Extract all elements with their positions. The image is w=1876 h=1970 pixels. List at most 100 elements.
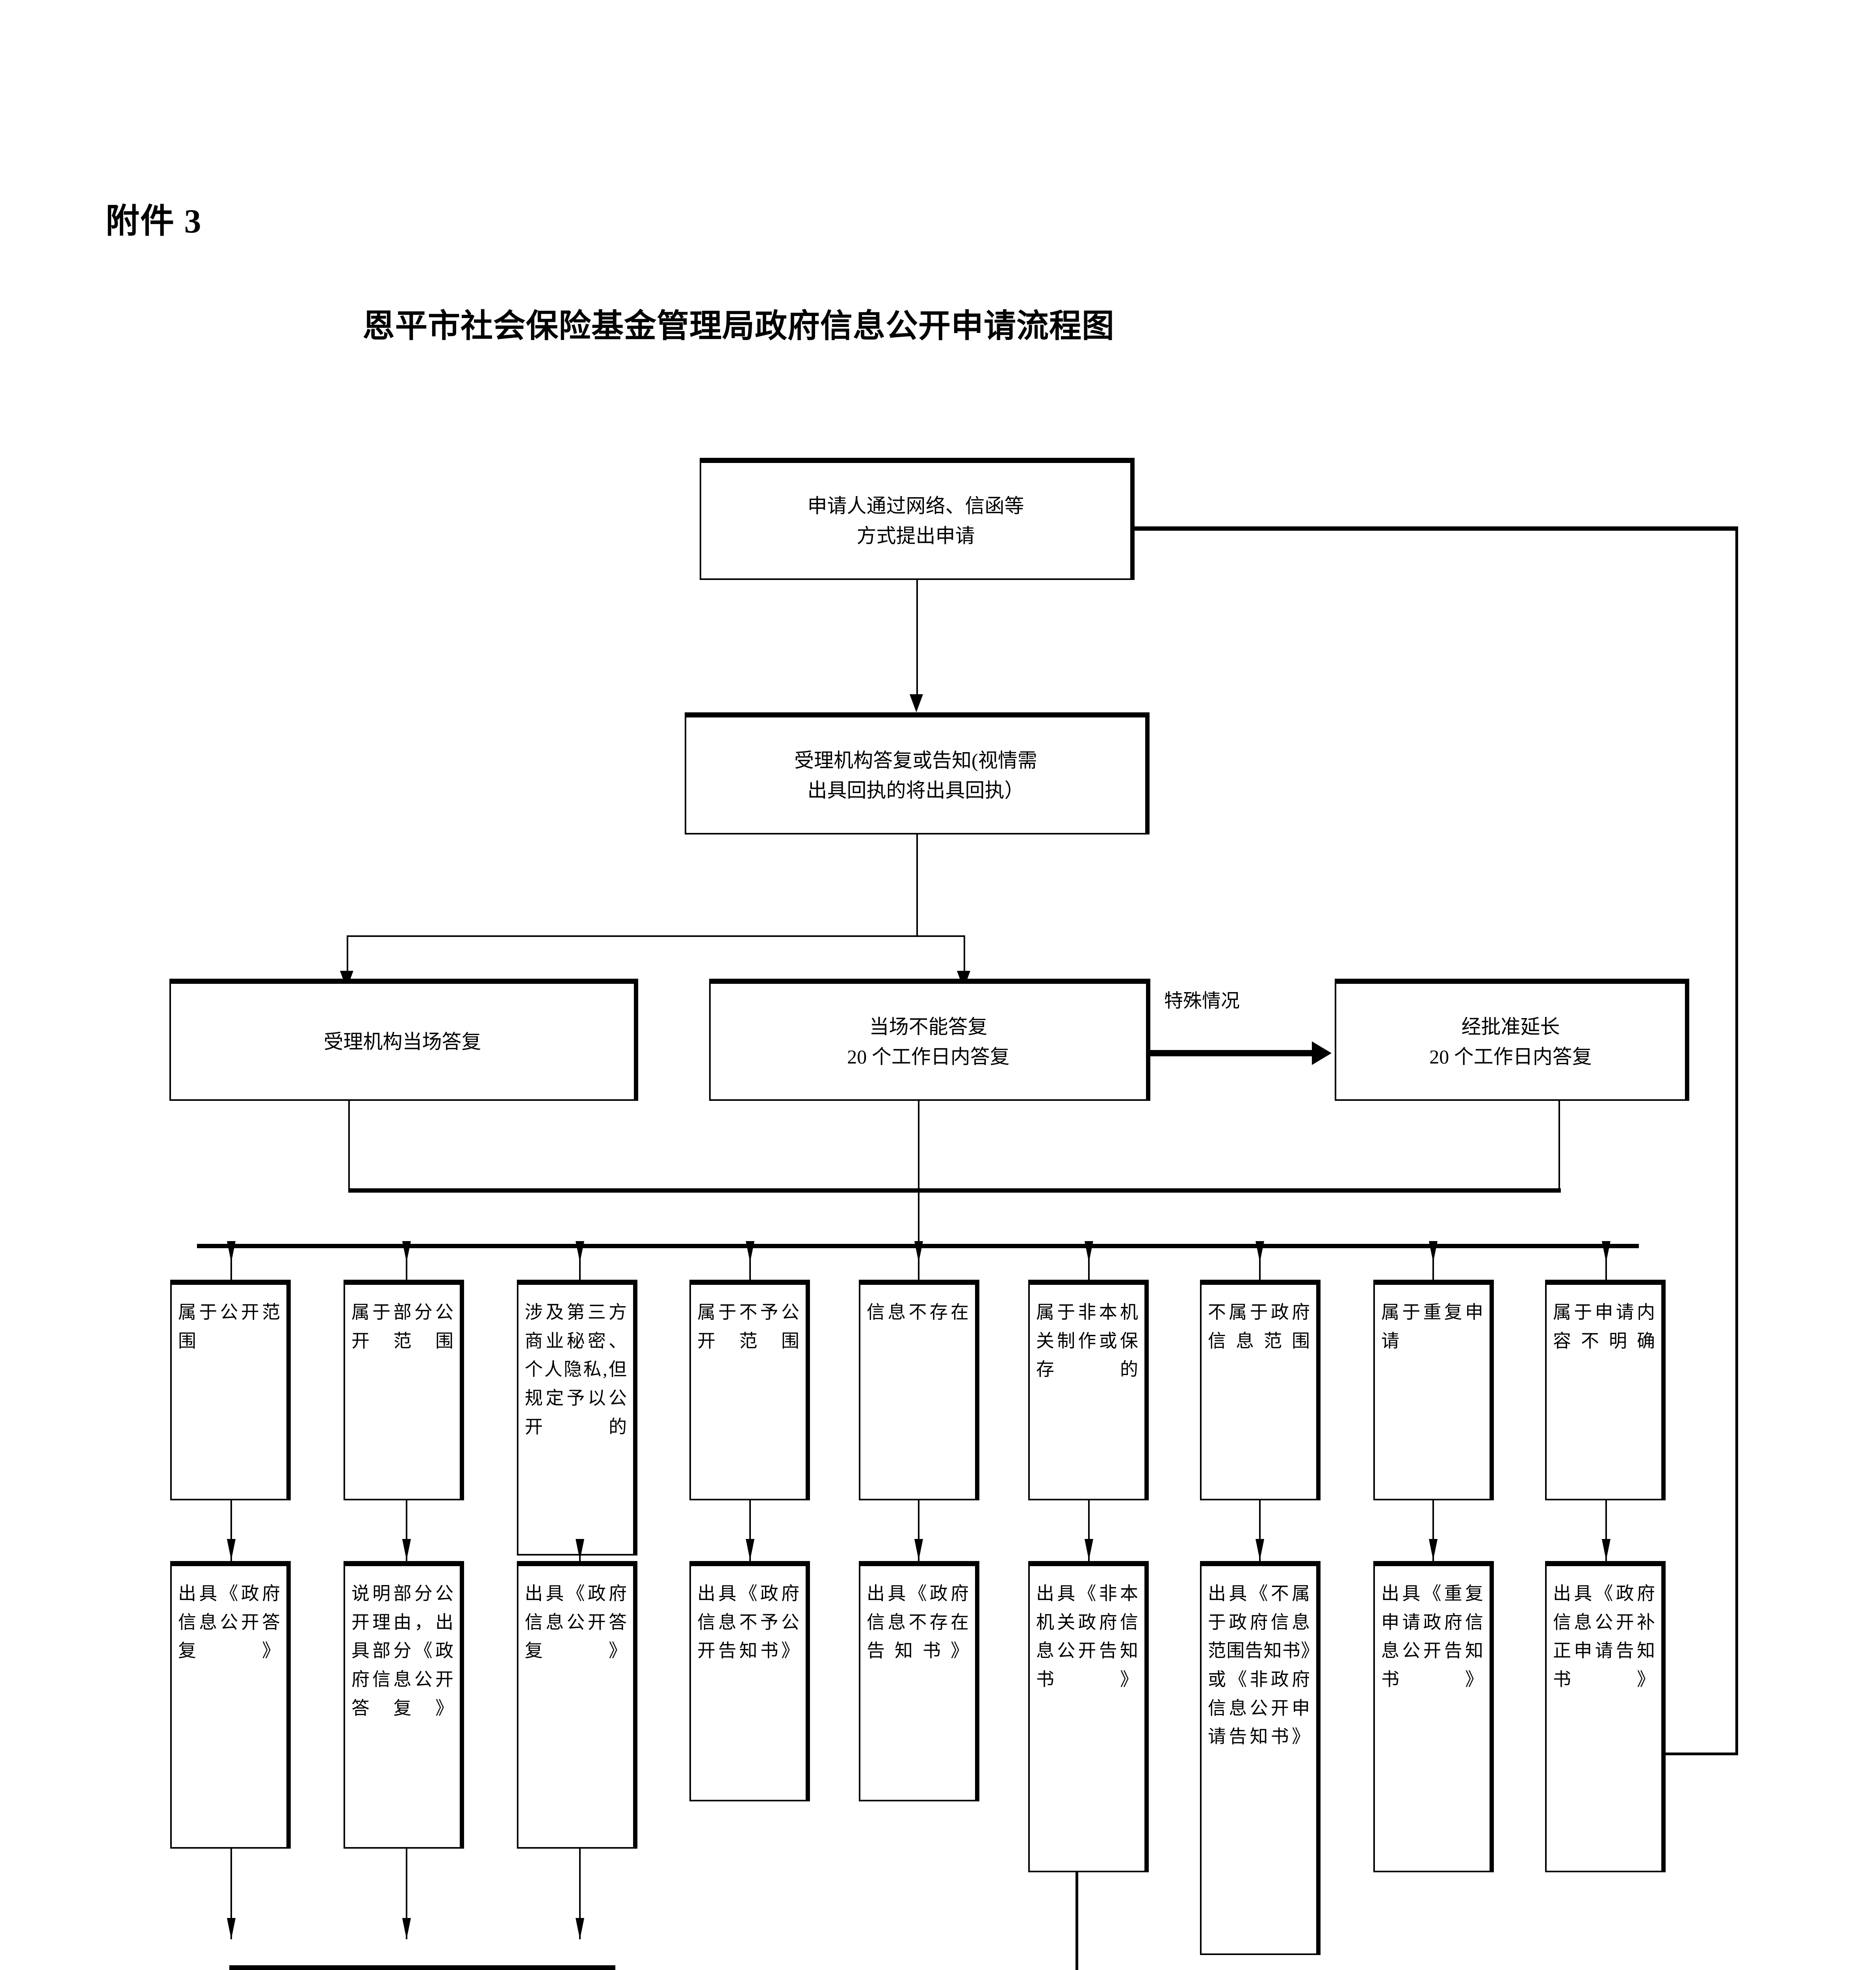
merge-bus-upper [348, 1188, 1561, 1193]
node-document-6: 出具《非本机关政府信息公开告知书》 [1028, 1561, 1149, 1872]
arrow-cat-7-to-doc-7 [1256, 1539, 1264, 1560]
node-category-8: 属于重复申请 [1373, 1280, 1494, 1500]
arrow-cat-9-to-doc-9 [1602, 1539, 1610, 1560]
node-cannot-reply-onsite: 当场不能答复 20 个工作日内答复 [709, 979, 1150, 1101]
edge-doc-1-to-provide [230, 1849, 232, 1939]
arrow-bus-to-cat-9 [1602, 1241, 1610, 1262]
edge-to-onsite-reply [347, 935, 348, 975]
arrow-bus-to-cat-3 [576, 1241, 584, 1262]
edge-cat-5-to-doc-5 [918, 1500, 919, 1563]
node-document-4-label: 出具《政府信息不予公开告知书》 [697, 1583, 799, 1661]
node-submit-application: 申请人通过网络、信函等 方式提出申请 [700, 458, 1135, 580]
edge-cannot-down [918, 1101, 919, 1191]
node-document-4: 出具《政府信息不予公开告知书》 [689, 1561, 810, 1801]
node-agency-reply-line2: 出具回执的将出具回执） [807, 779, 1024, 801]
node-document-8-label: 出具《重复申请政府信息公开告知书》 [1381, 1583, 1483, 1690]
node-category-4: 属于不予公开范围 [689, 1280, 810, 1500]
node-document-7-label: 出具《不属于政府信息范围告知书》或《非政府信息公开申请告知书》 [1208, 1583, 1310, 1747]
node-document-5-label: 出具《政府信息不存在告知书》 [867, 1583, 969, 1661]
edge-bus-to-cat-2 [406, 1244, 407, 1307]
arrow-doc-1-to-provide [227, 1918, 236, 1939]
page-title: 恩平市社会保险基金管理局政府信息公开申请流程图 [362, 308, 1115, 344]
node-category-2: 属于部分公开范围 [344, 1280, 464, 1500]
node-category-2-label: 属于部分公开范围 [351, 1302, 453, 1351]
return-loop-top [1134, 526, 1738, 531]
node-agency-provide: 受理机构提供 [229, 1965, 615, 1970]
edge-receive-split [347, 935, 965, 937]
node-document-2-label: 说明部分公开理由，出具部分《政府信息公开答复》 [351, 1583, 453, 1718]
arrow-bus-to-cat-5 [914, 1241, 923, 1262]
node-document-2: 说明部分公开理由，出具部分《政府信息公开答复》 [344, 1561, 464, 1849]
arrow-cat-6-to-doc-6 [1085, 1539, 1093, 1560]
node-onsite-reply: 受理机构当场答复 [169, 979, 638, 1101]
node-document-9-label: 出具《政府信息公开补正申请告知书》 [1553, 1583, 1655, 1690]
edge-doc-6-to-contact [1075, 1872, 1078, 1970]
edge-cat-6-to-doc-6 [1088, 1500, 1090, 1563]
edge-start-to-receive [916, 580, 918, 698]
arrow-start-to-receive [910, 694, 923, 712]
node-category-1: 属于公开范围 [170, 1280, 291, 1500]
node-document-3-label: 出具《政府信息公开答复》 [525, 1583, 627, 1661]
node-document-1-label: 出具《政府信息公开答复》 [178, 1583, 280, 1661]
edge-bus-to-cat-8 [1432, 1244, 1434, 1307]
arrow-bus-to-cat-1 [227, 1241, 236, 1262]
edge-doc-3-to-provide [579, 1849, 581, 1939]
node-submit-application-line2: 方式提出申请 [856, 524, 975, 547]
node-category-7-label: 不属于政府信息范围 [1208, 1302, 1310, 1351]
node-agency-reply-or-notify: 受理机构答复或告知(视情需 出具回执的将出具回执） [685, 712, 1150, 834]
edge-cat-1-to-doc-1 [230, 1500, 232, 1563]
edge-receive-down [916, 834, 918, 937]
node-category-1-label: 属于公开范围 [178, 1302, 280, 1351]
edge-bus-to-cat-1 [230, 1244, 232, 1307]
arrow-bus-to-cat-8 [1429, 1241, 1438, 1262]
edge-bus-to-cat-6 [1088, 1244, 1090, 1307]
node-agency-reply-line1: 受理机构答复或告知(视情需 [794, 749, 1037, 771]
node-category-6-label: 属于非本机关制作或保存的 [1036, 1302, 1138, 1380]
edge-cat-2-to-doc-2 [406, 1500, 407, 1563]
edge-bus-to-cat-3 [579, 1244, 581, 1307]
node-submit-application-line1: 申请人通过网络、信函等 [807, 494, 1024, 517]
node-category-9-label: 属于申请内容不明确 [1553, 1302, 1655, 1351]
arrow-cat-1-to-doc-1 [227, 1539, 236, 1560]
node-category-3-label: 涉及第三方商业秘密、个人隐私,但规定予以公开的 [525, 1302, 627, 1437]
edge-bus-to-cat-5 [918, 1244, 919, 1307]
node-document-5: 出具《政府信息不存在告知书》 [859, 1561, 979, 1801]
edge-onsite-down [348, 1101, 350, 1191]
arrow-cat-4-to-doc-4 [746, 1539, 754, 1560]
node-category-7: 不属于政府信息范围 [1200, 1280, 1321, 1500]
edge-to-delayed-reply [964, 935, 965, 975]
edge-bus-to-cat-7 [1259, 1244, 1261, 1307]
arrow-bus-to-cat-6 [1085, 1241, 1093, 1262]
edge-cat-8-to-doc-8 [1432, 1500, 1434, 1563]
node-approved-extension-line1: 经批准延长 [1461, 1015, 1560, 1038]
node-document-6-label: 出具《非本机关政府信息公开告知书》 [1036, 1583, 1138, 1690]
node-category-8-label: 属于重复申请 [1381, 1302, 1483, 1351]
edge-bus-to-cat-9 [1605, 1244, 1607, 1307]
node-document-8: 出具《重复申请政府信息公开告知书》 [1373, 1561, 1494, 1872]
arrow-cat-5-to-doc-5 [914, 1539, 923, 1560]
node-category-9: 属于申请内容不明确 [1545, 1280, 1666, 1500]
node-category-4-label: 属于不予公开范围 [697, 1302, 799, 1351]
node-document-9: 出具《政府信息公开补正申请告知书》 [1545, 1561, 1666, 1872]
arrow-bus-to-cat-7 [1256, 1241, 1264, 1262]
edge-label-special-case: 特殊情况 [1164, 991, 1240, 1011]
arrow-doc-3-to-provide [576, 1918, 584, 1939]
node-category-5-label: 信息不存在 [867, 1302, 969, 1322]
edge-special-case-line [1150, 1050, 1316, 1056]
edge-merge-down [918, 1188, 919, 1247]
edge-bus-to-cat-4 [749, 1244, 751, 1307]
node-category-6: 属于非本机关制作或保存的 [1028, 1280, 1149, 1500]
return-loop-right [1735, 526, 1738, 1755]
arrow-cat-2-to-doc-2 [402, 1539, 411, 1560]
node-document-3: 出具《政府信息公开答复》 [517, 1561, 637, 1849]
node-approved-extension: 经批准延长 20 个工作日内答复 [1335, 979, 1689, 1101]
edge-cat-9-to-doc-9 [1605, 1500, 1607, 1563]
arrow-cat-8-to-doc-8 [1429, 1539, 1438, 1560]
arrow-cat-3-to-doc-3 [576, 1539, 584, 1560]
arrow-special-case [1312, 1041, 1332, 1065]
attachment-label: 附件 3 [106, 202, 202, 240]
node-cannot-reply-line1: 当场不能答复 [869, 1015, 988, 1038]
arrow-bus-to-cat-2 [402, 1241, 411, 1262]
node-category-3: 涉及第三方商业秘密、个人隐私,但规定予以公开的 [517, 1280, 637, 1556]
